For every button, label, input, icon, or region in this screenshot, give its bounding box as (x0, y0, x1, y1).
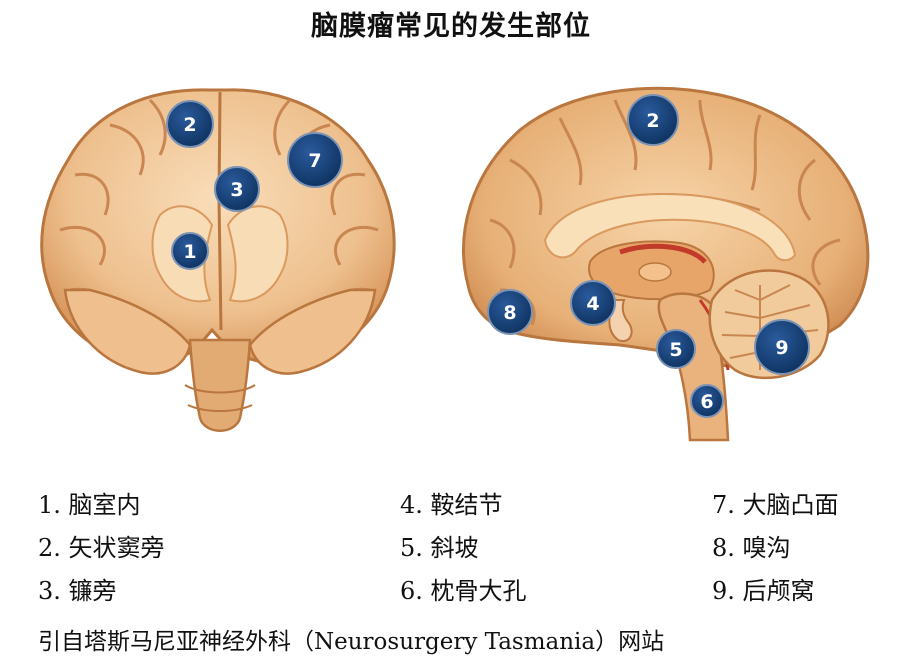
legend-item-7: 7. 大脑凸面 (712, 491, 839, 519)
marker-5: 5 (656, 329, 696, 369)
marker-1-label: 1 (183, 241, 196, 263)
marker-8: 8 (487, 289, 533, 335)
marker-6: 6 (690, 384, 724, 418)
legend-item-2: 2. 矢状窦旁 (38, 534, 165, 562)
coronal-brain-view (40, 88, 396, 432)
legend-item-1: 1. 脑室内 (38, 491, 141, 519)
marker-9-label: 9 (775, 337, 788, 359)
location-legend: 1. 脑室内 4. 鞍结节 7. 大脑凸面 2. 矢状窦旁 5. 斜坡 8. 嗅… (38, 490, 898, 606)
legend-item-8: 8. 嗅沟 (712, 534, 791, 562)
marker-4-label: 4 (586, 293, 599, 315)
legend-item-5: 5. 斜坡 (400, 534, 479, 562)
legend-item-6: 6. 枕骨大孔 (400, 577, 527, 605)
marker-8-label: 8 (503, 302, 516, 324)
marker-6-label: 6 (700, 391, 713, 413)
legend-item-3: 3. 镰旁 (38, 577, 117, 605)
legend-item-4: 4. 鞍结节 (400, 491, 503, 519)
source-citation: 引自塔斯马尼亚神经外科（Neurosurgery Tasmania）网站 (38, 629, 665, 655)
marker-3: 3 (214, 166, 260, 212)
marker-2-sagittal-label: 2 (646, 110, 659, 132)
brain-diagram: 1 2 3 7 2 8 4 5 6 9 (40, 86, 870, 442)
marker-4: 4 (570, 280, 616, 326)
marker-2-sagittal: 2 (627, 94, 679, 146)
marker-2-coronal-label: 2 (183, 114, 196, 136)
marker-7-label: 7 (308, 150, 321, 172)
page-title: 脑膜瘤常见的发生部位 (311, 11, 591, 42)
marker-2-coronal: 2 (166, 100, 214, 148)
marker-1: 1 (171, 232, 209, 270)
marker-9: 9 (754, 319, 810, 375)
legend-item-9: 9. 后颅窝 (712, 577, 815, 605)
marker-3-label: 3 (230, 179, 243, 201)
marker-7: 7 (287, 132, 343, 188)
marker-5-label: 5 (669, 339, 682, 361)
